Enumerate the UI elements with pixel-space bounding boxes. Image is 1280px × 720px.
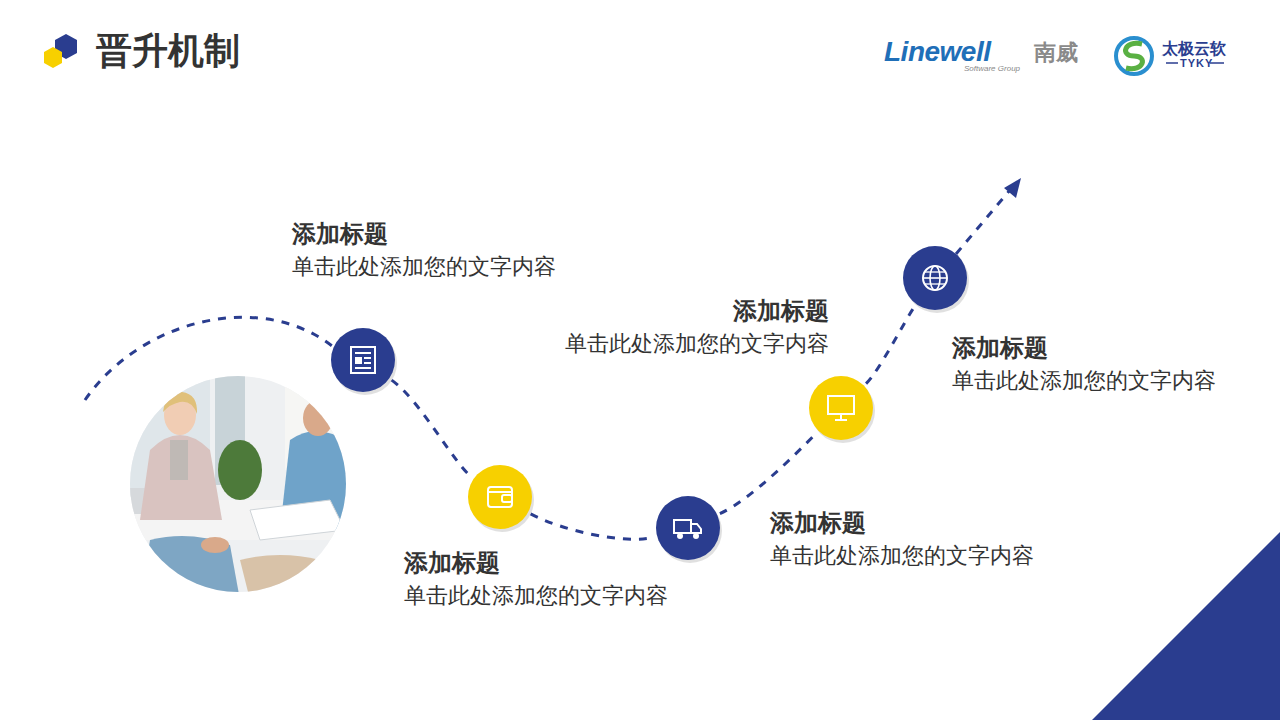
step-description: 单击此处添加您的文字内容 (952, 365, 1216, 397)
circle-icon (902, 245, 968, 311)
curve-tail (956, 190, 1010, 254)
step-text-group: 添加标题单击此处添加您的文字内容 (404, 546, 668, 612)
logo-subtext: Software Group (964, 64, 1020, 73)
logo-text: 太极云软 (1162, 40, 1226, 58)
step-circle: 添加标题单击此处添加您的文字内容 (655, 495, 721, 561)
step-description: 单击此处添加您的文字内容 (404, 580, 668, 612)
step-circle: 添加标题单击此处添加您的文字内容 (467, 464, 533, 530)
title-hexagon (44, 47, 62, 68)
step-text-group: 添加标题单击此处添加您的文字内容 (952, 331, 1216, 397)
curve-lead-in (85, 317, 332, 400)
step-circle: 添加标题单击此处添加您的文字内容 (902, 245, 968, 311)
step-circle: 添加标题单击此处添加您的文字内容 (330, 327, 396, 393)
step-heading: 添加标题 (565, 294, 829, 328)
office-photo (120, 370, 360, 600)
circle-icon (330, 327, 396, 393)
step-description: 单击此处添加您的文字内容 (565, 328, 829, 360)
step-heading: 添加标题 (952, 331, 1216, 365)
step-text-group: 添加标题单击此处添加您的文字内容 (565, 294, 829, 360)
logo-subtext: TYKY (1180, 57, 1213, 69)
step-heading: 添加标题 (770, 506, 1034, 540)
logo-text: Linewell (884, 36, 990, 68)
step-heading: 添加标题 (292, 217, 556, 251)
step-text-group: 添加标题单击此处添加您的文字内容 (770, 506, 1034, 572)
circle-icon (808, 375, 874, 441)
dashed-connector (392, 380, 472, 477)
circle-icon (467, 464, 533, 530)
corner-triangle (1092, 532, 1280, 720)
arrow-head (1004, 178, 1021, 198)
step-description: 单击此处添加您的文字内容 (770, 540, 1034, 572)
step-description: 单击此处添加您的文字内容 (292, 251, 556, 283)
step-text-group: 添加标题单击此处添加您的文字内容 (292, 217, 556, 283)
dashed-connector (720, 433, 817, 514)
step-heading: 添加标题 (404, 546, 668, 580)
step-circle: 添加标题单击此处添加您的文字内容 (808, 375, 874, 441)
dashed-connector (866, 306, 915, 383)
circle-icon (655, 495, 721, 561)
dashed-connector (531, 514, 655, 539)
logo-text: 南威 (1034, 40, 1078, 66)
page-title: 晋升机制 (96, 28, 240, 74)
